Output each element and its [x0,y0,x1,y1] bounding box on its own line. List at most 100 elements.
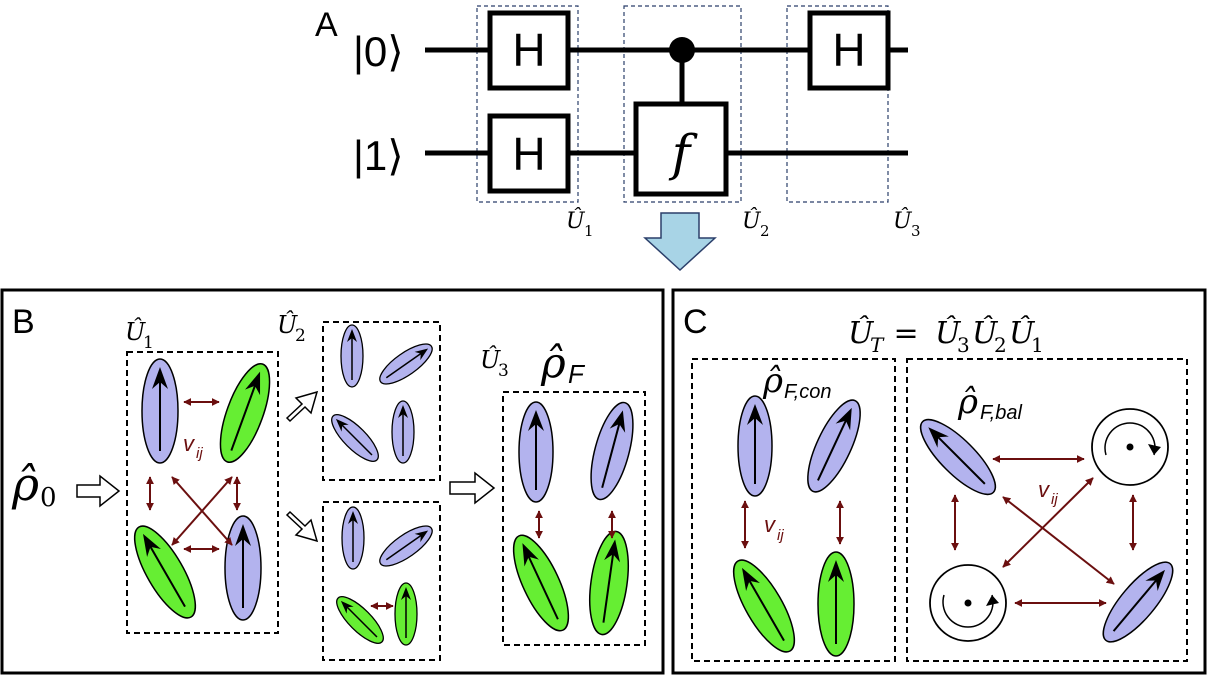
svg-text:Û: Û [935,315,962,351]
svg-text:ij: ij [196,445,203,462]
oracle-gate: f [633,101,729,197]
svg-text:Û: Û [125,317,146,346]
initial-state-label: ρ̂ 0 [11,457,57,513]
spin-ellipse-blue [379,525,433,567]
svg-text:v: v [764,512,777,537]
balanced-case-box [906,358,1188,662]
spin-ellipse-blue [340,324,364,388]
input-state-0: |0⟩ [353,28,404,75]
svg-text:F,con: F,con [784,381,831,403]
hollow-arrow-icon [285,510,319,543]
final-state-label: ρ̂ F [540,338,586,389]
svg-text:0: 0 [40,483,57,513]
svg-text:ρ̂: ρ̂ [11,457,39,511]
svg-text:Û: Û [277,310,298,339]
svg-text:2: 2 [295,326,306,346]
svg-text:ij: ij [1051,491,1058,508]
hollow-arrow-icon [285,390,319,423]
spin-ellipse-blue [341,506,365,570]
spin-ellipse-blue [141,358,179,464]
coupling-arrows [951,455,1137,607]
spin-ellipse-blue [331,414,379,462]
spin-ellipse-green [817,551,855,657]
svg-text:Û: Û [480,345,501,374]
svg-text:F: F [568,359,586,389]
hadamard-gate: H [487,10,571,91]
spin-ellipse-green [512,534,570,632]
svg-text:ij: ij [777,527,784,544]
svg-text:ρ̂: ρ̂ [762,361,783,401]
spin-ellipse-green [336,596,384,644]
stage-box-u2 [623,5,742,203]
stage-label-u2: Û 2 [742,207,770,240]
svg-text:1: 1 [143,333,154,353]
stage-label-u1: Û 1 [566,207,594,240]
stage-label-u2: Û 2 [277,310,306,346]
panel-c-frame [671,288,1207,675]
svg-text:Û: Û [893,207,913,234]
stage-label-u3: Û 3 [893,207,921,240]
stage-label-u3: Û 3 [480,345,509,381]
spin-ellipse-blue [807,399,861,493]
svg-text:3: 3 [957,333,970,357]
panel-label-c: C [683,303,708,341]
svg-text:2: 2 [994,333,1007,357]
svg-text:v: v [1038,477,1051,502]
panel-b: B ρ̂ 0 Û 1 [0,288,665,675]
spin-ellipse-green [394,582,418,646]
spin-ellipse-blue [737,395,773,497]
hadamard-gate: H [807,10,891,91]
stage-box-u3 [786,5,889,203]
total-unitary-equation: Û T = Û 3 Û 2 Û 1 [848,315,1044,357]
svg-text:Û: Û [1009,315,1036,351]
svg-text:ρ̂: ρ̂ [957,382,978,422]
stage-box-u2-top [322,321,441,481]
stage-box-u1 [126,351,279,634]
svg-text:1: 1 [584,222,594,240]
stage-box-u3 [502,391,646,646]
coupling-label: v ij [183,431,203,462]
constant-case-box [691,358,896,662]
spin-ellipse-blue [590,401,634,501]
svg-text:H: H [832,24,865,76]
hollow-arrow-icon [76,474,121,508]
coupling-label: v ij [1038,477,1058,508]
control-dot [669,37,695,63]
spin-ellipse-blue [224,515,262,621]
svg-text:1: 1 [1031,333,1044,357]
stage-box-u1 [476,5,579,203]
spin-ellipse-blue [379,343,433,385]
svg-text:3: 3 [498,361,509,381]
svg-text:ρ̂: ρ̂ [540,338,566,387]
svg-text:F,bal: F,bal [980,402,1022,424]
svg-text:v: v [183,431,196,456]
constant-state-label: ρ̂ F,con [762,361,831,403]
svg-text:=: = [884,316,928,351]
svg-text:H: H [512,128,545,180]
stage-box-u2-bottom [322,501,441,661]
spin-ellipse-blue [919,418,997,496]
hadamard-gate: H [487,113,571,194]
svg-text:H: H [512,24,545,76]
svg-text:Û: Û [972,315,999,351]
spin-ellipse-blue [1102,561,1174,643]
hollow-arrow-icon [449,471,496,505]
svg-text:Û: Û [742,207,762,234]
spin-circle-out-of-plane [1091,408,1169,486]
panel-c: C Û T = Û 3 Û 2 Û 1 ρ̂ F,con [671,288,1207,675]
coupling-label: v ij [764,512,784,544]
panel-label-b: B [12,303,35,341]
spin-ellipse-blue [391,400,415,464]
svg-text:2: 2 [760,222,770,240]
spin-ellipse-green [133,525,197,619]
spin-circle-out-of-plane [929,564,1007,642]
spin-ellipse-green [589,530,629,636]
panel-a: A |0⟩ |1⟩ H H H f [315,5,921,272]
spin-ellipse-green [219,362,271,464]
stage-label-u1: Û 1 [125,317,154,353]
down-arrow-icon [643,212,717,272]
spin-ellipse-blue [518,401,554,503]
panel-label-a: A [315,6,338,44]
spin-ellipse-green [732,559,796,653]
